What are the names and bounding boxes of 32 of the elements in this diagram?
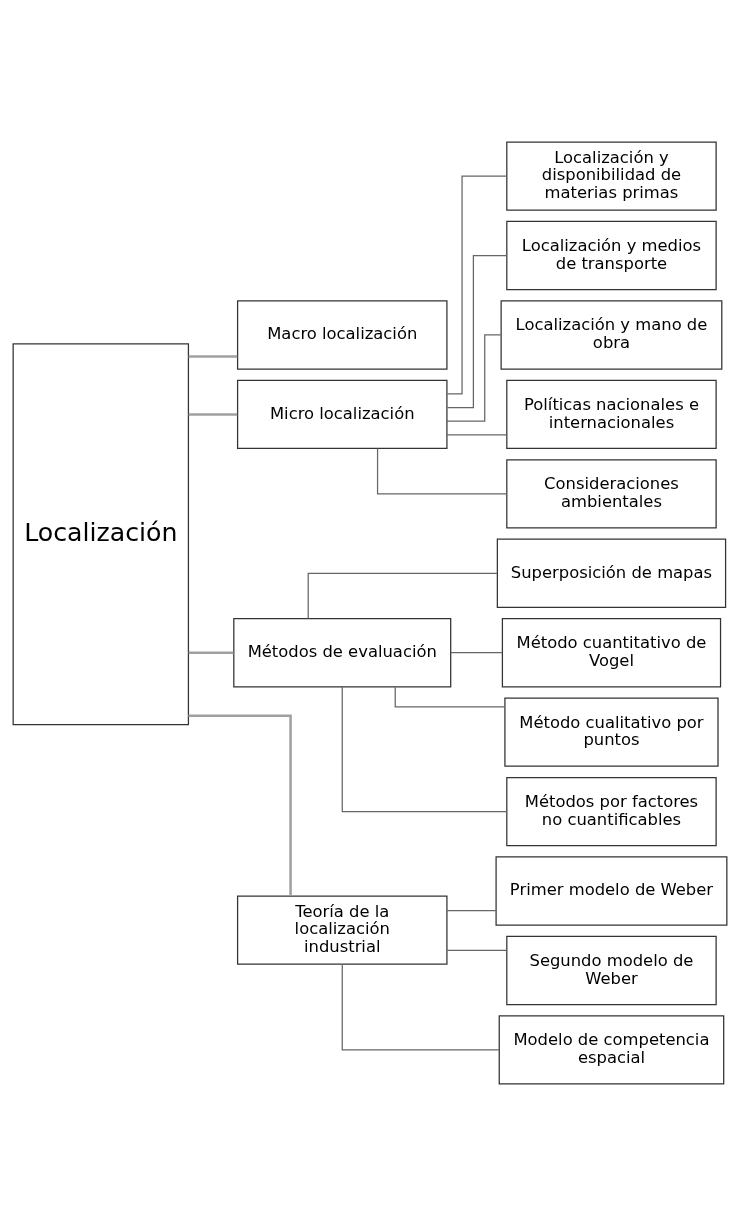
node-box: Primer modelo de Weber <box>495 856 728 926</box>
node-box: Localización y disponibilidad de materias primas <box>506 141 717 211</box>
connector <box>188 355 238 358</box>
connector <box>341 963 500 1051</box>
node-box: Micro localización <box>236 379 448 450</box>
node-box: Segundo modelo de Weber <box>506 935 717 1006</box>
node-box: Localización <box>12 343 190 726</box>
connector <box>341 686 508 813</box>
node-box: Macro localización <box>236 300 448 370</box>
node-box: Métodos de evaluación <box>233 618 452 688</box>
node-box: Superposición de mapas <box>496 538 727 608</box>
connector <box>394 686 506 708</box>
node-box: Políticas nacionales e internacionales <box>506 379 717 450</box>
connector <box>446 254 508 409</box>
connector <box>376 447 508 495</box>
connector <box>446 175 508 395</box>
connector <box>188 651 234 654</box>
node-box: Localización y mano de obra <box>500 300 723 370</box>
node-box: Métodos por factores no cuantificables <box>506 776 717 847</box>
connector <box>188 413 238 416</box>
node-box: Localización y medios de transporte <box>506 220 717 291</box>
connector <box>450 652 503 654</box>
connector <box>307 572 498 620</box>
connector <box>446 434 508 436</box>
node-box: Consideraciones ambientales <box>506 459 717 529</box>
connector <box>446 909 497 912</box>
node-box: Teoría de la localización industrial <box>236 895 448 965</box>
node-box: Método cualitativo por puntos <box>504 697 719 767</box>
node-box: Modelo de competencia espacial <box>498 1015 725 1085</box>
connector <box>446 949 508 951</box>
connector <box>188 714 292 896</box>
node-box: Método cuantitativo de Vogel <box>501 618 722 688</box>
